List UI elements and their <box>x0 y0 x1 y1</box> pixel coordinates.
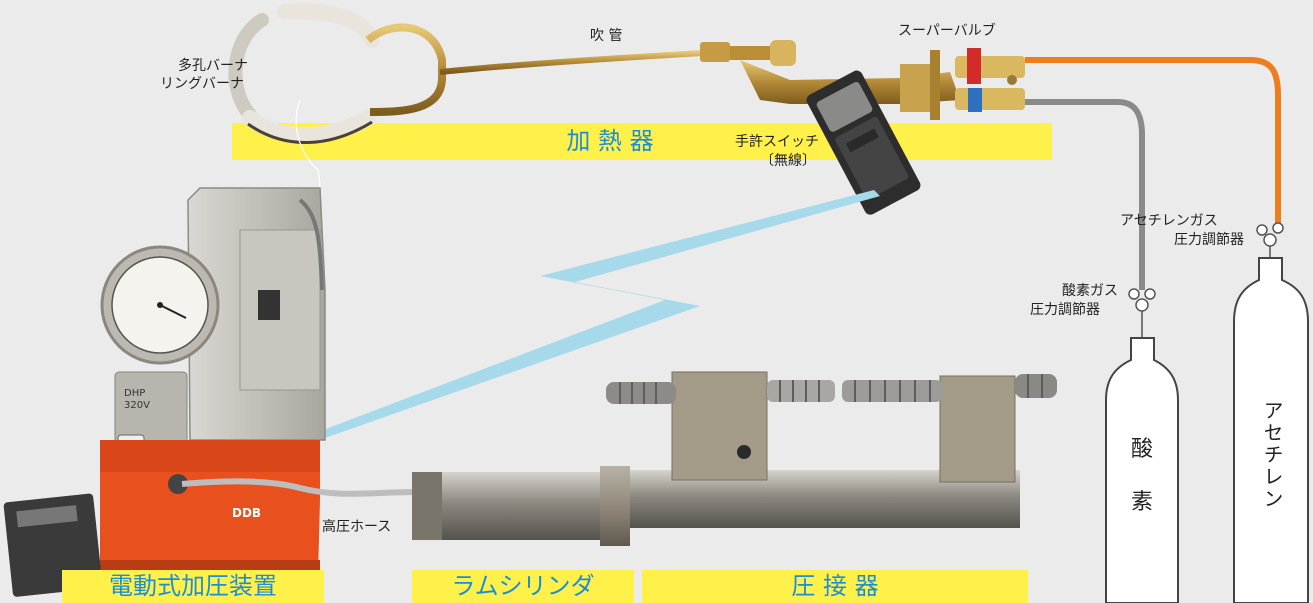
pressure-joiner-label: 圧 接 器 <box>791 572 879 600</box>
hand-switch-label-line2: 〔無線〕 <box>760 153 816 169</box>
heater-label: 加 熱 器 <box>566 127 654 155</box>
oxygen-cylinder <box>1105 337 1179 603</box>
pressure-joiner <box>606 371 1057 528</box>
acetylene-cylinder-label: アセチレン <box>1260 400 1284 510</box>
pump-model-line2: 320V <box>124 400 150 411</box>
ram-cylinder <box>412 466 630 546</box>
oxygen-regulator-symbol <box>1128 288 1156 338</box>
oxygen-regulator-label-line1: 酸素ガス <box>1062 283 1118 299</box>
hand-switch-remote <box>806 70 921 215</box>
pump-band <box>62 570 324 603</box>
oxygen-hose <box>1025 99 1145 290</box>
pump-model-line1: DHP <box>124 388 146 399</box>
pump-brand-mark: DDB <box>232 506 262 520</box>
acetylene-hose <box>1025 57 1281 225</box>
ram-band <box>412 570 634 603</box>
ring-burner <box>228 3 446 271</box>
acetylene-regulator-label-line2: 圧力調節器 <box>1174 232 1244 248</box>
blowpipe <box>439 40 960 120</box>
pump-label: 電動式加圧装置 <box>109 572 277 600</box>
high-pressure-hose <box>181 478 421 497</box>
acetylene-cylinder <box>1233 257 1309 603</box>
oxygen-cylinder-char-1: 酸 <box>1130 437 1153 462</box>
acetylene-regulator-label-line1: アセチレンガス <box>1120 213 1218 229</box>
burner-label-line2: リングバーナ <box>160 76 244 92</box>
burner-label-line1: 多孔バーナ <box>178 58 248 74</box>
super-valve-label: スーパーバルブ <box>898 23 996 39</box>
acetylene-regulator-symbol <box>1256 222 1284 258</box>
oxygen-cylinder-char-2: 素 <box>1130 490 1153 515</box>
oxygen-regulator-label-line2: 圧力調節器 <box>1030 302 1100 318</box>
wireless-signal-bolt <box>318 190 880 438</box>
electric-hydraulic-pump <box>3 187 326 597</box>
heater-band <box>232 123 1052 160</box>
joiner-band <box>642 570 1028 603</box>
blowpipe-label: 吹 管 <box>590 28 623 44</box>
super-valve <box>955 48 1025 112</box>
ram-cylinder-label: ラムシリンダ <box>451 572 595 600</box>
hand-switch-label-line1: 手許スイッチ <box>735 134 819 150</box>
high-pressure-hose-label: 高圧ホース <box>322 519 392 535</box>
